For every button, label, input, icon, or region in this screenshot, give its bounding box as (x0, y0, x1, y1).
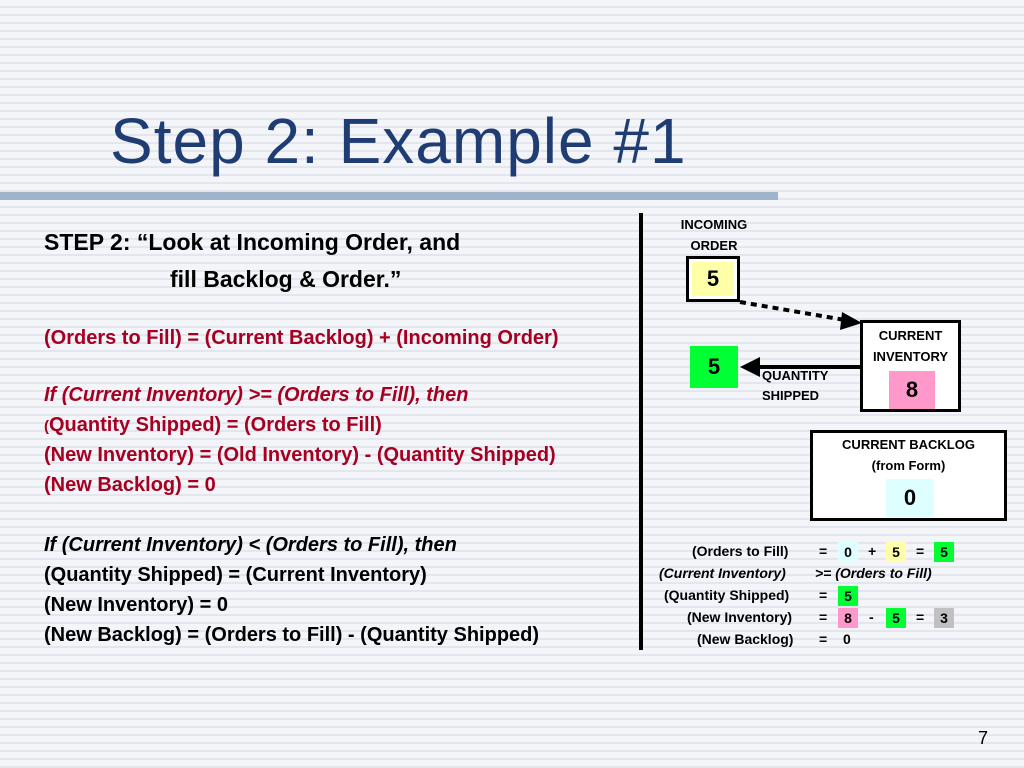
calc-shipped-eq: = (819, 587, 828, 603)
calc-new-inventory-shipped: 5 (886, 608, 906, 628)
quantity-shipped-value: 5 (690, 346, 738, 388)
current-inventory-box: CURRENT INVENTORY 8 (860, 320, 961, 412)
calc-orders-result: 5 (934, 542, 954, 562)
calc-new-inventory-result: 3 (934, 608, 954, 628)
incoming-arrow-head (840, 312, 862, 330)
backlog-label-line-1: CURRENT BACKLOG (842, 437, 975, 452)
ge-quantity-shipped-text: Quantity Shipped) = (Orders to Fill) (49, 414, 382, 436)
current-backlog-label: CURRENT BACKLOG (from Form) (813, 434, 1004, 476)
slide-title: Step 2: Example #1 (110, 105, 687, 177)
calc-orders-eq2: = (916, 543, 925, 559)
incoming-label-line-2: ORDER (690, 238, 738, 253)
if-inventory-ge-heading: If (Current Inventory) >= (Orders to Fil… (44, 384, 469, 406)
calc-new-inventory-eq2: = (916, 609, 925, 625)
calc-new-inventory-minus: - (869, 609, 874, 625)
calc-new-backlog-eq: = (819, 631, 828, 647)
calc-new-backlog-value: 0 (843, 631, 851, 647)
current-inventory-value: 8 (889, 371, 935, 409)
page-number: 7 (977, 728, 988, 748)
orders-to-fill-formula: (Orders to Fill) = (Current Backlog) + (… (44, 327, 559, 349)
incoming-label-line-1: INCOMING (680, 217, 748, 232)
incoming-order-value: 5 (692, 262, 734, 296)
lt-quantity-shipped-line: (Quantity Shipped) = (Current Inventory) (44, 564, 427, 586)
incoming-order-box: 5 (686, 256, 740, 302)
backlog-label-line-2: (from Form) (871, 458, 946, 473)
calc-new-inventory-label: (New Inventory) (687, 609, 793, 625)
if-inventory-lt-heading: If (Current Inventory) < (Orders to Fill… (44, 534, 457, 556)
calc-orders-backlog: 0 (838, 542, 858, 562)
inventory-label-line-1: CURRENT (878, 328, 943, 343)
ge-quantity-shipped-line: (Quantity Shipped) = (Orders to Fill) (44, 414, 382, 437)
calc-new-backlog-label: (New Backlog) (697, 631, 794, 647)
calc-orders-plus: + (868, 543, 877, 559)
current-backlog-value: 0 (886, 479, 934, 517)
shipped-label-line-1: QUANTITY (762, 368, 829, 383)
step-line-2: fill Backlog & Order.” (170, 266, 402, 292)
calc-inventory-label: (Current Inventory) (659, 565, 786, 581)
current-inventory-label: CURRENT INVENTORY (863, 325, 958, 367)
ge-open-paren: ( (44, 418, 49, 435)
calc-new-inventory-eq: = (819, 609, 828, 625)
inventory-label-line-2: INVENTORY (872, 349, 949, 364)
shipped-arrow-head (740, 357, 760, 377)
calc-shipped-label: (Quantity Shipped) (664, 587, 790, 603)
lt-new-inventory-line: (New Inventory) = 0 (44, 594, 228, 616)
ge-new-backlog-line: (New Backlog) = 0 (44, 474, 216, 496)
incoming-order-label: INCOMING ORDER (674, 214, 754, 256)
quantity-shipped-label: QUANTITY SHIPPED (762, 366, 828, 406)
ge-new-inventory-line: (New Inventory) = (Old Inventory) - (Qua… (44, 444, 556, 466)
calc-new-inventory-old: 8 (838, 608, 858, 628)
shipped-label-line-2: SHIPPED (762, 388, 820, 403)
step-line-1: STEP 2: “Look at Incoming Order, and (44, 229, 461, 255)
calc-orders-label: (Orders to Fill) (692, 543, 789, 559)
calc-orders-eq: = (819, 543, 828, 559)
lt-new-backlog-line: (New Backlog) = (Orders to Fill) - (Quan… (44, 624, 540, 646)
column-divider (639, 213, 643, 650)
calc-orders-incoming: 5 (886, 542, 906, 562)
diagram-arrows (739, 300, 862, 377)
calc-shipped-value: 5 (838, 586, 858, 606)
current-backlog-box: CURRENT BACKLOG (from Form) 0 (810, 430, 1007, 521)
incoming-order-dashed-arrow (739, 300, 846, 322)
title-underline (0, 192, 778, 200)
calc-inventory-compare: >= (Orders to Fill) (815, 565, 932, 581)
